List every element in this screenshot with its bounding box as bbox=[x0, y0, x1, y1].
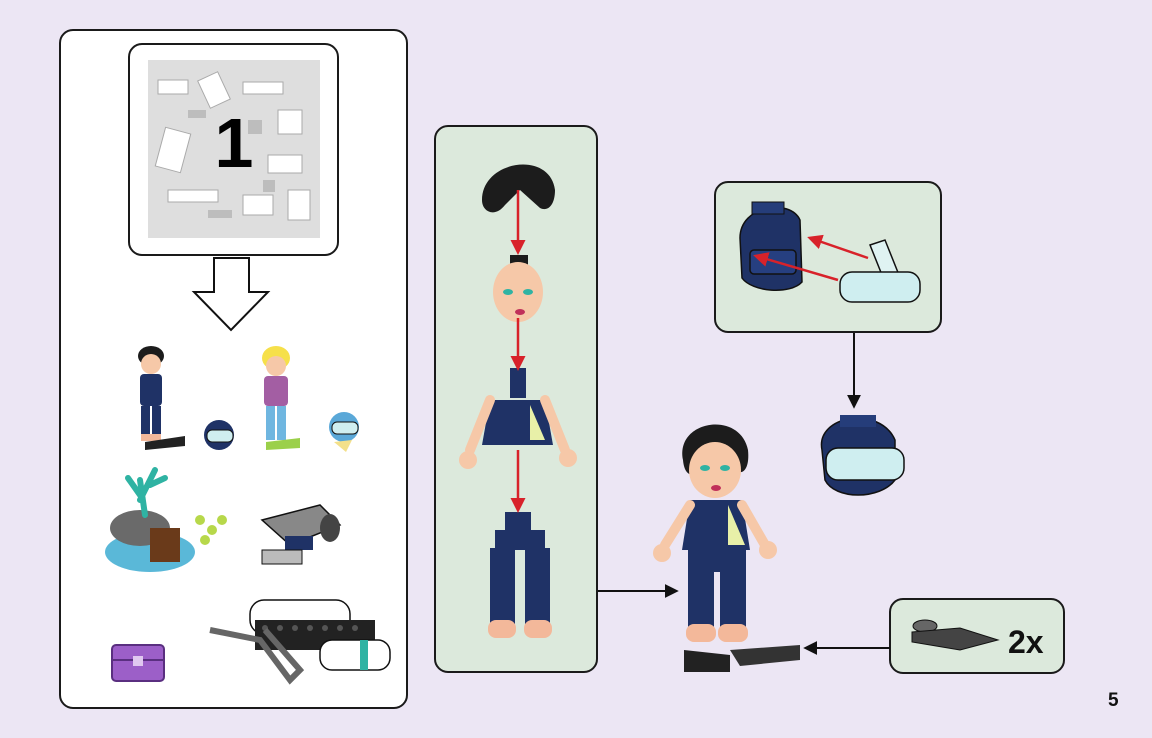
bag-number: 1 bbox=[214, 104, 254, 182]
dive-helmet-icon bbox=[204, 420, 234, 450]
minifigure-torso bbox=[459, 368, 577, 469]
minifigure-icon bbox=[262, 346, 300, 450]
coral-reef-build-icon bbox=[105, 467, 227, 572]
dive-helmet-icon bbox=[329, 412, 359, 452]
minifigure-legs bbox=[488, 512, 552, 638]
underwater-scooter-icon bbox=[260, 504, 342, 565]
minifigure-icon bbox=[138, 346, 185, 450]
swim-fin-icon bbox=[911, 619, 1000, 651]
minifigure-head bbox=[493, 255, 543, 322]
dive-helmet-icon bbox=[739, 201, 803, 292]
parts-bag-icon bbox=[148, 60, 320, 238]
snorkel-mask-icon bbox=[839, 239, 921, 303]
minifigure-icon bbox=[653, 424, 800, 672]
hair-piece bbox=[482, 164, 555, 213]
dive-helmet-icon bbox=[820, 415, 905, 496]
treasure-chest-icon bbox=[111, 644, 165, 682]
minifigure-assembly-callout bbox=[434, 125, 598, 673]
down-arrow-icon bbox=[191, 257, 271, 332]
fins-quantity-label: 2x bbox=[1008, 624, 1044, 660]
air-tanks-icon bbox=[209, 599, 391, 685]
page-number: 5 bbox=[1108, 690, 1119, 711]
